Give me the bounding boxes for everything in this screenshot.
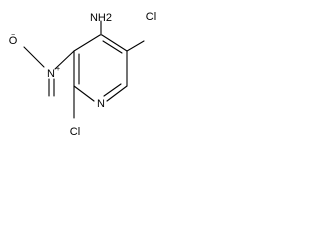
amine-label: NH2	[90, 12, 112, 24]
chlorine-bottom-label: Cl	[70, 126, 80, 138]
nitro-oxygen-left-label: O	[9, 35, 18, 47]
bond-nitro-n-o-left	[23, 46, 45, 68]
bonds	[23, 20, 145, 119]
atom-labels: NH2 Cl Cl N O N + −	[9, 11, 156, 138]
bond-n1-c2	[73, 85, 95, 102]
nitro-nitrogen-label: N	[47, 68, 55, 80]
double-bond-c6-n1	[103, 83, 122, 97]
bond-c3-c4	[73, 34, 101, 52]
bond-c5-cl	[126, 40, 145, 52]
bond-c4-c5	[101, 34, 128, 52]
bond-c3-nitro-n	[54, 50, 75, 70]
chlorine-top-label: Cl	[146, 11, 156, 23]
bond-c6-n1	[106, 85, 128, 102]
nitro-oxygen-left-charge: −	[11, 32, 15, 39]
nitro-nitrogen-charge: +	[56, 66, 60, 73]
ring-nitrogen-label: N	[97, 98, 105, 110]
double-bond-c4-c5	[102, 40, 123, 54]
molecule-structure: NH2 Cl Cl N O N + −	[9, 11, 156, 138]
